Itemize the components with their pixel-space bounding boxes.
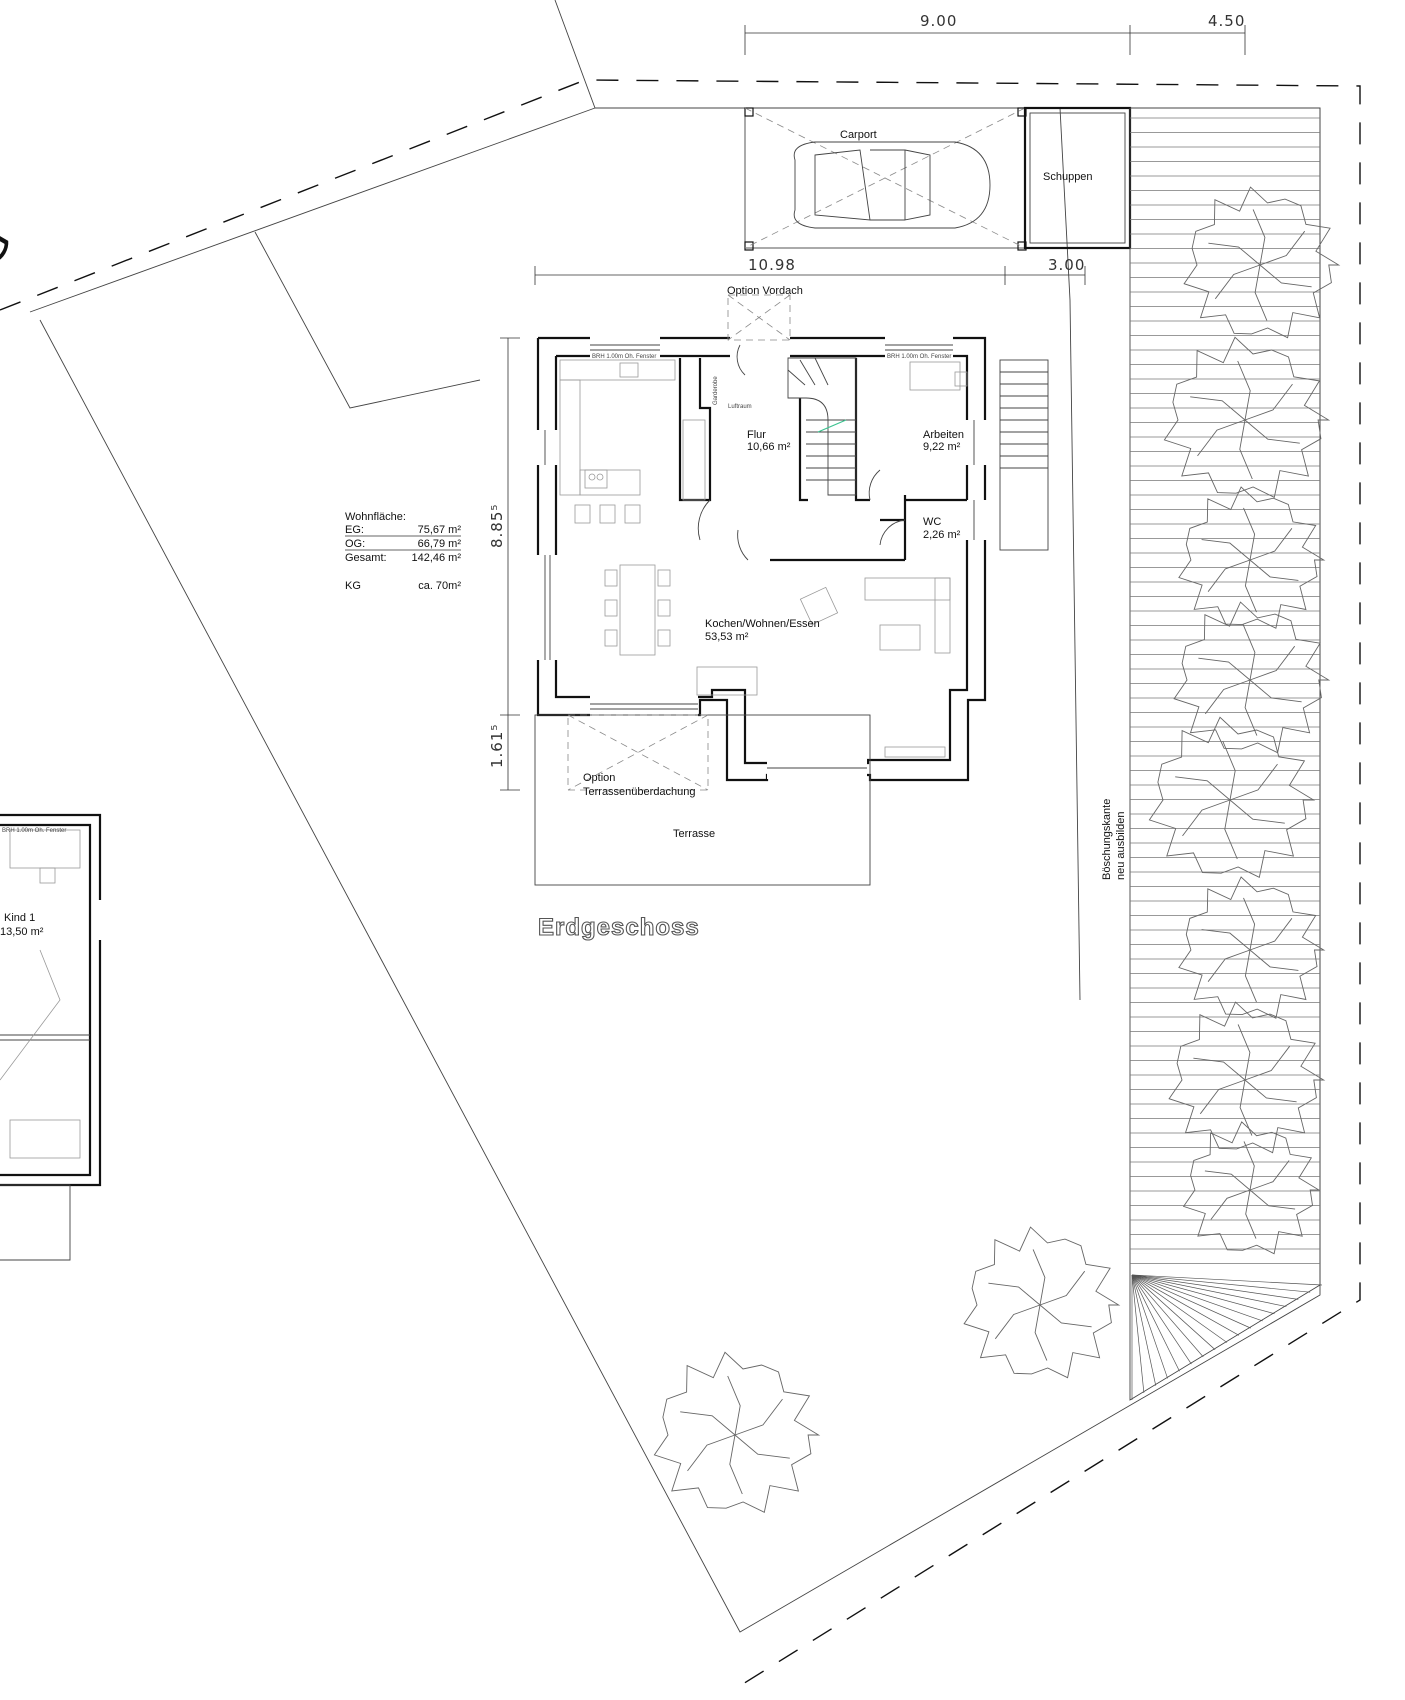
tree-icon	[963, 1226, 1121, 1379]
tree-icon	[653, 1351, 821, 1513]
terrace-roof-label-line2: Terrassenüberdachung	[583, 786, 696, 798]
room-kwe-area: 53,53 m²	[705, 631, 749, 643]
living-furniture	[696, 577, 951, 758]
road-name-letter: G	[0, 218, 22, 276]
door-swings	[697, 344, 906, 561]
upper-floor-partial	[0, 813, 106, 1261]
area-row-label: OG:	[345, 538, 365, 550]
tree-icon	[1173, 601, 1331, 754]
area-table-heading: Wohnfläche:	[345, 511, 406, 523]
slope-label-line2: neu ausbilden	[1115, 811, 1127, 880]
office-desk	[909, 361, 968, 391]
area-row-label: KG	[345, 580, 361, 592]
dining-table	[604, 564, 671, 656]
area-row-value: 142,46 m²	[411, 552, 461, 564]
kitchen-furniture	[559, 359, 706, 524]
carport-label: Carport	[840, 129, 877, 141]
tree-icon	[1178, 486, 1326, 629]
room-arbeiten-name: Arbeiten	[923, 429, 964, 441]
tree-icon	[1148, 716, 1316, 878]
room-arbeiten-area: 9,22 m²	[923, 441, 961, 453]
slope-label-line1: Böschungskante	[1101, 799, 1113, 880]
terrace-label: Terrasse	[673, 828, 715, 840]
dim-house-depth: 8.85⁵	[488, 504, 506, 548]
house-ground-floor	[534, 294, 1049, 782]
room-wc-area: 2,26 m²	[923, 529, 961, 541]
exterior-stair	[999, 359, 1049, 551]
dimension-lines	[500, 25, 1246, 791]
car-icon	[793, 141, 991, 229]
room-wc-name: WC	[923, 516, 941, 528]
area-row-value: 66,79 m²	[418, 538, 462, 550]
dim-terrace-depth: 1.61⁵	[488, 724, 506, 768]
trees	[653, 186, 1341, 1513]
window-note-right: BRH 1.00m Oh. Fenster	[887, 354, 951, 360]
area-row-value: ca. 70m²	[418, 580, 461, 592]
upper-window-note: BRH 1.00m Oh. Fenster	[2, 828, 66, 834]
dim-top-left: 9.00	[920, 12, 957, 30]
tree-icon	[1168, 1001, 1326, 1154]
windows	[534, 334, 989, 779]
dim-house-width: 10.98	[748, 256, 796, 274]
tree-icon	[1163, 336, 1331, 498]
carport	[744, 107, 1027, 251]
window-note-left: BRH 1.00m Oh. Fenster	[592, 354, 656, 360]
property-boundary	[0, 79, 1361, 1693]
room-kwe-name: Kochen/Wohnen/Essen	[705, 618, 820, 630]
dim-shed-width: 3.00	[1048, 256, 1085, 274]
tree-icon	[1178, 876, 1326, 1019]
staircase	[787, 357, 857, 496]
area-row-value: 75,67 m²	[418, 524, 462, 536]
option-canopy-label: Option Vordach	[727, 285, 803, 297]
tree-icon	[1183, 186, 1341, 339]
room-kind1-name: Kind 1	[4, 912, 35, 924]
drawing-title: Erdgeschoss	[538, 914, 700, 941]
slope-hatching	[1129, 107, 1323, 1401]
room-kind1-area: 13,50 m²	[0, 926, 44, 938]
room-flur-area: 10,66 m²	[747, 441, 791, 453]
shed-label: Schuppen	[1043, 171, 1093, 183]
tree-icon	[1182, 1121, 1321, 1255]
room-flur-name: Flur	[747, 429, 766, 441]
area-table: Wohnfläche: EG: 75,67 m² OG: 66,79 m² Ge…	[345, 511, 461, 592]
terrace-roof-label-line1: Option	[583, 772, 615, 784]
wardrobe-label: Garderobe	[713, 376, 719, 405]
dim-top-right: 4.50	[1208, 12, 1245, 30]
airspace-label: Luftraum	[728, 404, 752, 410]
area-row-label: Gesamt:	[345, 552, 387, 564]
area-row-label: EG:	[345, 524, 364, 536]
terrace	[534, 714, 871, 886]
